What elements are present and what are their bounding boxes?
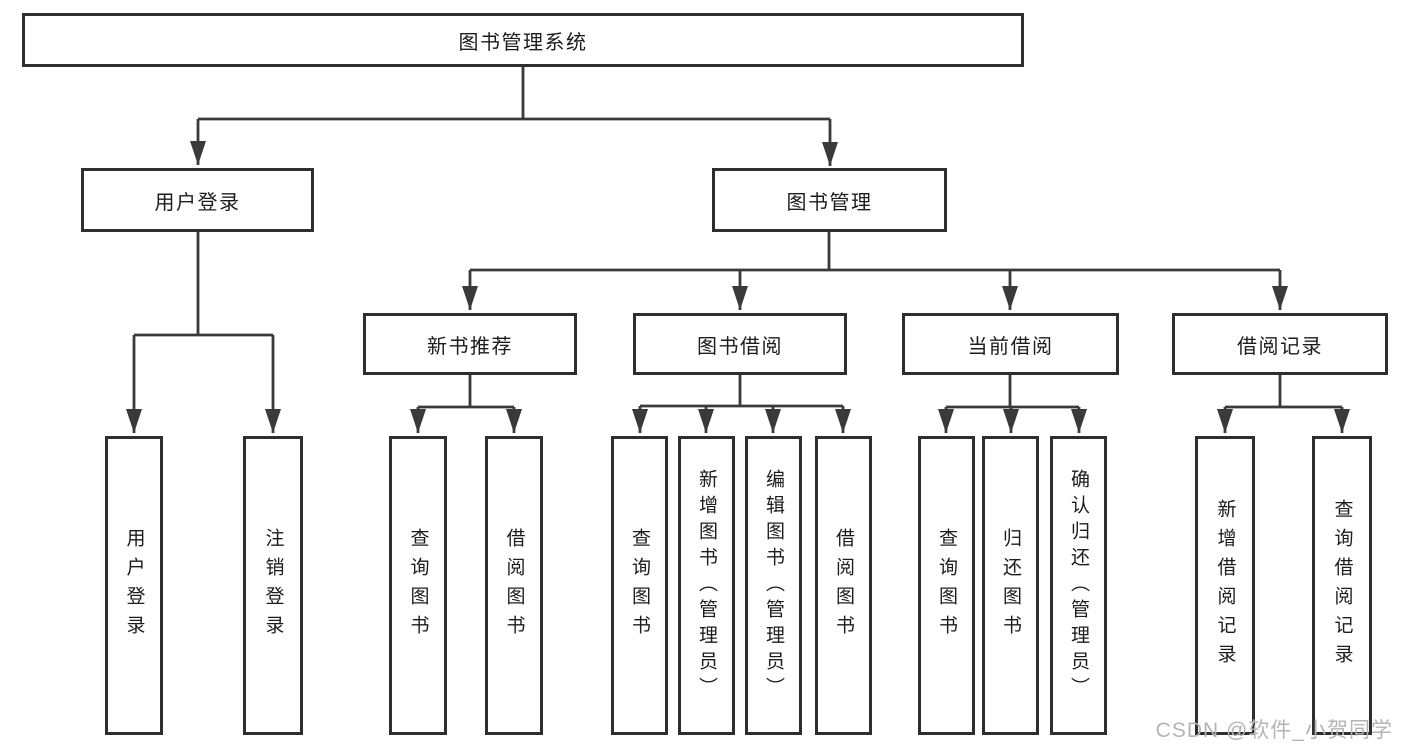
leaf-borrow-add-books-admin: 新增图书（管理员） <box>678 436 735 735</box>
group-book-borrow-label: 图书借阅 <box>697 335 783 358</box>
root-node-label: 图书管理系统 <box>458 31 588 54</box>
leaf-current-query-books-label: 查询图书 <box>936 527 957 644</box>
leaf-logout-label: 注销登录 <box>262 527 284 644</box>
leaf-record-add: 新增借阅记录 <box>1195 436 1255 735</box>
leaf-record-add-label: 新增借阅记录 <box>1214 498 1236 673</box>
root-node-library-system: 图书管理系统 <box>22 13 1024 67</box>
group-current-borrow-label: 当前借阅 <box>967 335 1054 358</box>
leaf-current-confirm-return-admin-label: 确认归还（管理员） <box>1068 468 1089 703</box>
branch-user-login: 用户登录 <box>81 168 314 232</box>
leaf-user-login: 用户登录 <box>105 436 163 735</box>
leaf-current-confirm-return-admin: 确认归还（管理员） <box>1050 436 1107 735</box>
group-book-borrow: 图书借阅 <box>633 313 847 375</box>
group-new-book-recommend: 新书推荐 <box>363 313 577 375</box>
branch-book-management-label: 图书管理 <box>786 191 873 214</box>
leaf-borrow-query-books: 查询图书 <box>611 436 668 735</box>
leaf-user-login-label: 用户登录 <box>123 527 145 644</box>
leaf-borrow-edit-books-admin: 编辑图书（管理员） <box>745 436 802 735</box>
leaf-borrow-query-books-label: 查询图书 <box>629 527 650 644</box>
csdn-watermark: CSDN @软件_小贺同学 <box>1155 719 1393 742</box>
group-borrow-record-label: 借阅记录 <box>1237 335 1323 358</box>
leaf-borrow-borrow-books-label: 借阅图书 <box>833 527 854 644</box>
group-new-book-recommend-label: 新书推荐 <box>427 335 513 358</box>
leaf-current-return-books-label: 归还图书 <box>1000 527 1021 644</box>
leaf-borrow-edit-books-admin-label: 编辑图书（管理员） <box>763 468 784 703</box>
leaf-logout: 注销登录 <box>243 436 303 735</box>
leaf-recommend-borrow-books-label: 借阅图书 <box>503 527 525 644</box>
leaf-current-return-books: 归还图书 <box>982 436 1039 735</box>
leaf-record-query: 查询借阅记录 <box>1312 436 1372 735</box>
leaf-recommend-query-books-label: 查询图书 <box>407 527 429 644</box>
leaf-recommend-query-books: 查询图书 <box>389 436 447 735</box>
leaf-borrow-add-books-admin-label: 新增图书（管理员） <box>696 468 717 703</box>
group-current-borrow: 当前借阅 <box>902 313 1119 375</box>
branch-user-login-label: 用户登录 <box>154 191 241 214</box>
leaf-current-query-books: 查询图书 <box>918 436 975 735</box>
leaf-recommend-borrow-books: 借阅图书 <box>485 436 543 735</box>
branch-book-management: 图书管理 <box>712 168 947 232</box>
group-borrow-record: 借阅记录 <box>1172 313 1388 375</box>
leaf-record-query-label: 查询借阅记录 <box>1331 498 1353 673</box>
leaf-borrow-borrow-books: 借阅图书 <box>815 436 872 735</box>
